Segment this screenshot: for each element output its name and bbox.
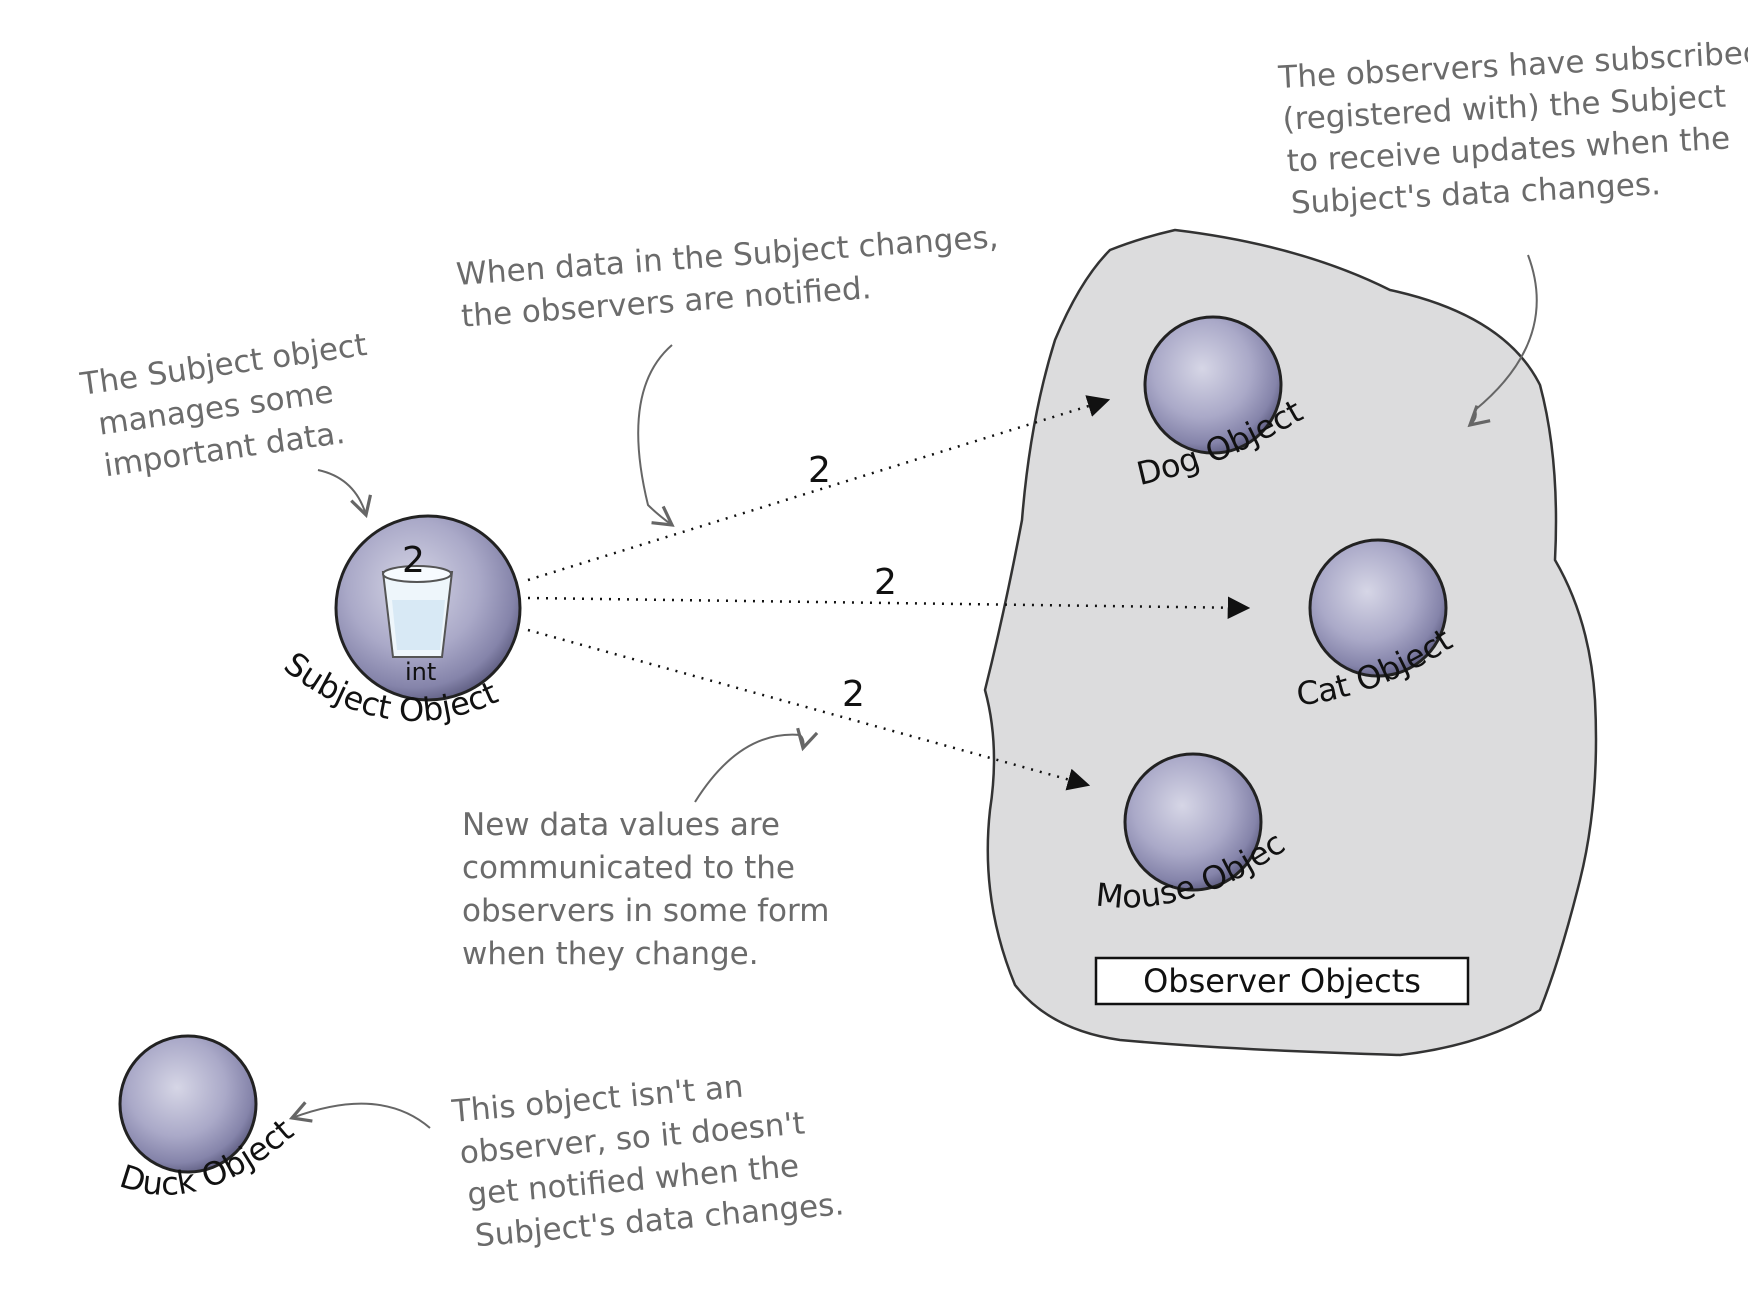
note-notify-arrow (637, 344, 675, 527)
note-subject: The Subject object manages some importan… (77, 327, 369, 484)
subject-value: 2 (402, 540, 425, 581)
observer-objects-label: Observer Objects (1143, 962, 1421, 1000)
note-subject-arrow (317, 469, 373, 519)
note-notify: When data in the Subject changes, the ob… (455, 219, 999, 335)
note-communicated-line: communicated to the (462, 850, 795, 886)
cat-object-sphere (1308, 538, 1448, 678)
note-communicated-arrow (694, 727, 819, 803)
observer-region (983, 228, 1598, 1057)
note-duck-arrow (288, 1101, 431, 1129)
subject-type-label: int (405, 658, 436, 686)
observer-objects-box (1094, 956, 1470, 1006)
note-communicated-line: when they change. (462, 936, 759, 972)
notify-line-cat (527, 596, 1251, 619)
mouse-object-sphere (1123, 752, 1263, 892)
note-registered-arrow (1467, 254, 1538, 428)
note-duck: This object isn't an observer, so it doe… (450, 1069, 846, 1255)
dog-object-sphere (1143, 315, 1283, 455)
message-value-cat: 2 (874, 562, 897, 603)
duck-object-sphere (118, 1034, 258, 1174)
note-communicated-line: observers in some form (462, 893, 829, 929)
note-registered: The observers have subscribed to (regist… (1276, 33, 1748, 222)
note-communicated-line: New data values are (462, 807, 780, 843)
message-value-mouse: 2 (842, 674, 865, 715)
note-communicated: New data values are communicated to the … (462, 807, 829, 972)
message-value-dog: 2 (808, 450, 831, 491)
subject-object: 2 int (334, 514, 522, 702)
